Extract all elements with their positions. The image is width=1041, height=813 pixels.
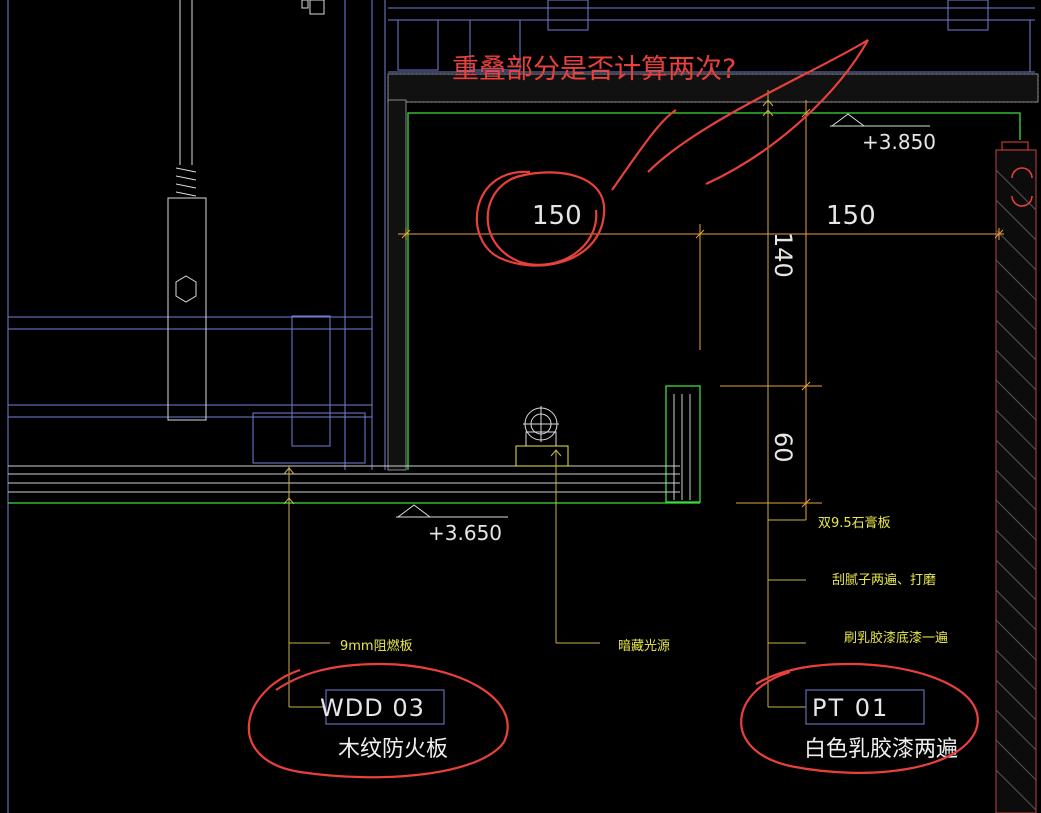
dimension-lines xyxy=(398,100,1004,520)
dim-width-right: 150 xyxy=(826,201,876,231)
ceiling-outline xyxy=(8,112,1021,504)
red-circle-pt xyxy=(740,662,979,774)
level-upper-text: +3.850 xyxy=(862,130,936,154)
dim-height-lower: 60 xyxy=(769,432,797,463)
level-marker-lower xyxy=(396,504,508,518)
annotation-question: 重叠部分是否计算两次? xyxy=(452,54,736,85)
dim-width-left: 150 xyxy=(532,201,582,231)
tag-pt-desc: 白色乳胶漆两遍 xyxy=(804,737,958,762)
tag-wdd-code: WDD 03 xyxy=(320,694,425,722)
level-lower-text: +3.650 xyxy=(428,521,502,545)
left-framing xyxy=(7,0,386,813)
leader-lines xyxy=(283,90,806,708)
note-board: 9mm阻燃板 xyxy=(340,638,413,654)
tag-wdd-desc: 木纹防火板 xyxy=(338,737,448,762)
dim-height-upper: 140 xyxy=(769,232,797,278)
slab-band xyxy=(387,73,1039,471)
ceiling-boards xyxy=(8,394,691,500)
note-light: 暗藏光源 xyxy=(618,639,670,654)
note-gypsum: 双9.5石膏板 xyxy=(818,515,891,531)
level-marker-upper xyxy=(830,113,930,127)
note-primer: 刷乳胶漆底漆一遍 xyxy=(844,630,948,646)
right-wall xyxy=(995,141,1037,813)
note-putty: 刮腻子两遍、打磨 xyxy=(832,572,936,588)
hanger-rod xyxy=(167,0,325,421)
red-circle-wdd xyxy=(247,662,509,779)
hidden-light-fixture xyxy=(515,406,569,467)
tag-boxes xyxy=(325,689,925,725)
tag-pt-code: PT 01 xyxy=(812,694,889,722)
red-arrow-pointer xyxy=(611,39,869,191)
upper-beam-structure xyxy=(388,0,1035,73)
red-circle-150 xyxy=(475,170,606,267)
